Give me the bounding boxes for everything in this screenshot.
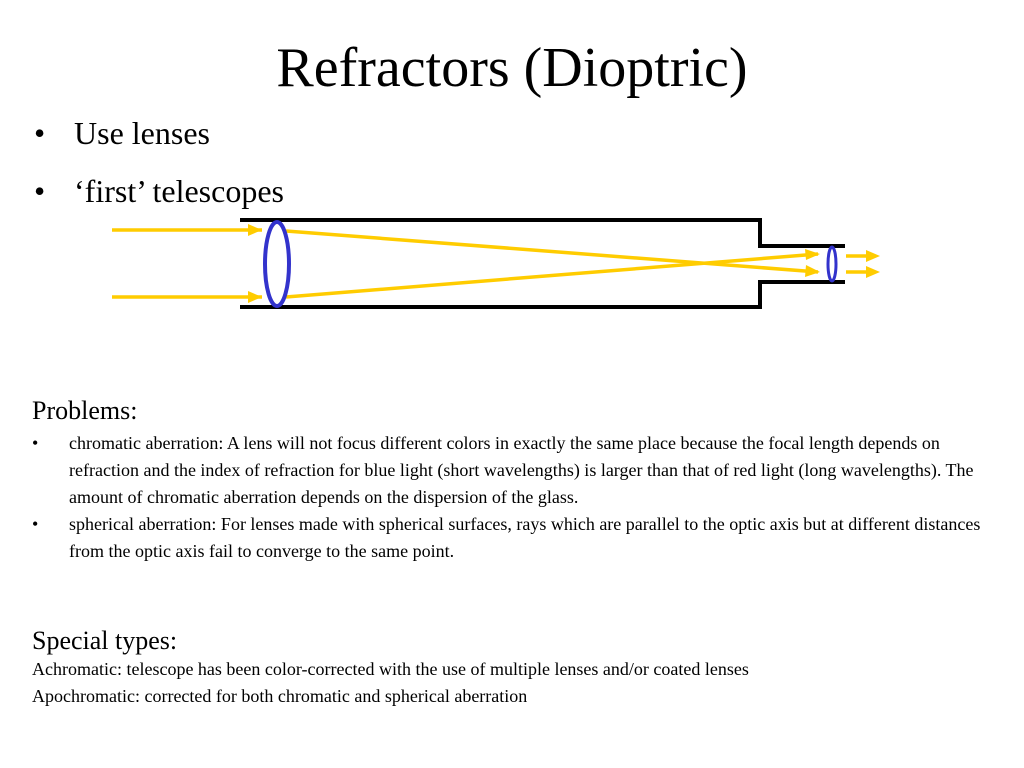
bullet-marker: • [34,173,46,209]
refracted-ray-lower-arrowhead [805,249,820,260]
special-type-line: Achromatic: telescope has been color-cor… [32,659,749,679]
problem-item: • chromatic aberration: A lens will not … [32,430,992,511]
bullet-text: Use lenses [74,115,210,151]
bullet-marker: • [32,433,39,453]
bullet-marker: • [34,115,46,151]
outgoing-ray-lower-arrowhead [866,266,880,278]
problem-item: • spherical aberration: For lenses made … [32,511,992,565]
special-types-section: Special types: Achromatic: telescope has… [32,626,1012,710]
special-type-line: Apochromatic: corrected for both chromat… [32,686,528,706]
bullet-marker: • [32,514,39,534]
slide-title: Refractors (Dioptric) [276,37,748,99]
problem-text: chromatic aberration: A lens will not fo… [69,433,974,507]
refracted-ray-lower [285,252,819,299]
incoming-ray-lower-arrowhead [248,291,262,303]
bullet-item: • Use lenses [34,104,284,162]
problem-list: • chromatic aberration: A lens will not … [32,430,992,565]
special-types-heading: Special types: [32,626,178,655]
problems-heading: Problems: [32,396,138,425]
incoming-ray-upper-arrowhead [248,224,262,236]
problem-text: spherical aberration: For lenses made wi… [69,514,981,561]
tube-bottom-edge [240,280,845,309]
bullet-text: ‘first’ telescopes [74,173,284,209]
telescope-tube [240,218,845,309]
problems-section: Problems: • chromatic aberration: A lens… [32,396,992,565]
eyepiece-lens [826,245,838,283]
tube-top-edge [240,218,845,248]
outgoing-ray-upper-arrowhead [866,250,880,262]
light-rays [112,224,880,303]
bullet-item: • ‘first’ telescopes [34,162,284,220]
objective-lens [263,220,291,308]
main-bullet-list: • Use lenses • ‘first’ telescopes [34,104,284,220]
refracted-ray-upper [285,229,819,274]
refracted-ray-upper-arrowhead [805,265,820,277]
